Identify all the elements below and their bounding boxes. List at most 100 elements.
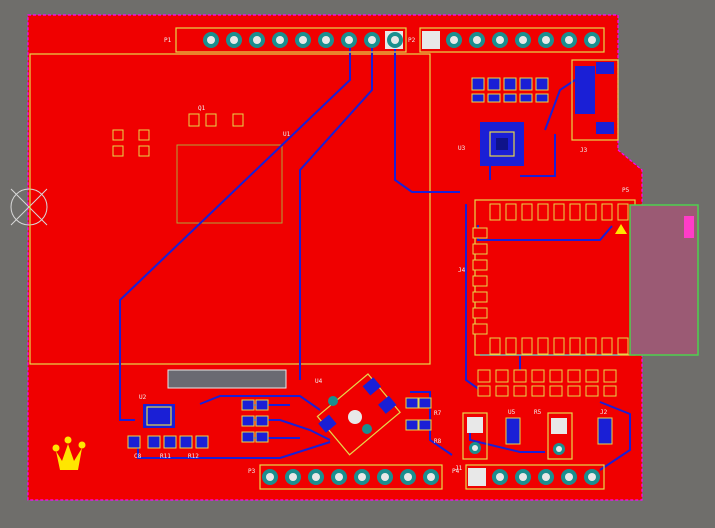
header-p2-pin[interactable]: [515, 32, 531, 48]
module-label: U1: [283, 131, 291, 138]
sd-side-pad[interactable]: [472, 275, 488, 287]
row-pad-top[interactable]: [585, 369, 599, 383]
sd-bottom-pad[interactable]: [489, 337, 501, 355]
header-p1-pin[interactable]: [249, 32, 265, 48]
sd-bottom-pad[interactable]: [585, 337, 597, 355]
sd-bottom-pad[interactable]: [505, 337, 517, 355]
chip-u4[interactable]: [314, 373, 401, 458]
header-p3-pin[interactable]: [423, 469, 439, 485]
row-pad-bottom[interactable]: [477, 385, 491, 397]
row-pad-top[interactable]: [603, 369, 617, 383]
sd-side-pad[interactable]: [472, 227, 488, 239]
sd-top-pad[interactable]: [489, 203, 501, 221]
small-pad-group[interactable]: [112, 113, 244, 157]
crown-logo-icon: [52, 436, 86, 470]
resistors-r7-r8[interactable]: [405, 397, 432, 431]
chip-u5[interactable]: [505, 417, 521, 445]
header-p3-pin[interactable]: [308, 469, 324, 485]
r12-label: R12: [188, 453, 199, 460]
header-p1-pin[interactable]: [203, 32, 219, 48]
connector-j2[interactable]: [597, 417, 613, 445]
header-p4-pin[interactable]: [515, 469, 531, 485]
sd-slot-label: J4: [458, 267, 466, 274]
row-pad-top[interactable]: [549, 369, 563, 383]
connector-j1[interactable]: [462, 412, 488, 460]
sd-bottom-pad[interactable]: [521, 337, 533, 355]
bottom-left-passives[interactable]: [127, 435, 209, 449]
row-pad-top[interactable]: [495, 369, 509, 383]
sd-top-pad[interactable]: [585, 203, 597, 221]
header-p1-pin[interactable]: [387, 32, 403, 48]
header-p3-pin[interactable]: [331, 469, 347, 485]
header-p2-pin[interactable]: [584, 32, 600, 48]
sd-side-pad[interactable]: [472, 307, 488, 319]
header-p2[interactable]: [419, 27, 605, 53]
header-p3-pin[interactable]: [354, 469, 370, 485]
header-p4-pin[interactable]: [538, 469, 554, 485]
pins-layer: [203, 32, 629, 485]
sd-bottom-pad[interactable]: [617, 337, 629, 355]
header-p1-pin[interactable]: [364, 32, 380, 48]
u4-via-b: [348, 410, 362, 424]
sd-top-pad[interactable]: [521, 203, 533, 221]
usb-connector-j3[interactable]: [571, 59, 619, 141]
u4-passives[interactable]: [241, 399, 269, 443]
header-p2-pin[interactable]: [446, 32, 462, 48]
header-p2-pin[interactable]: [492, 32, 508, 48]
header-p3-pin[interactable]: [377, 469, 393, 485]
sd-side-pad[interactable]: [472, 291, 488, 303]
sd-top-pad[interactable]: [537, 203, 549, 221]
resistor-r5[interactable]: [547, 412, 573, 460]
module-outline[interactable]: [29, 53, 431, 365]
sd-bottom-pad[interactable]: [601, 337, 613, 355]
row-pad-bottom[interactable]: [585, 385, 599, 397]
sd-bottom-pad[interactable]: [569, 337, 581, 355]
module-shield[interactable]: [176, 144, 283, 224]
row-pad-bottom[interactable]: [531, 385, 545, 397]
header-p1-pin[interactable]: [295, 32, 311, 48]
sd-top-pad[interactable]: [505, 203, 517, 221]
sd-top-pad[interactable]: [553, 203, 565, 221]
sd-top-pad[interactable]: [601, 203, 613, 221]
header-p3-pin[interactable]: [400, 469, 416, 485]
header-p1-pin[interactable]: [226, 32, 242, 48]
header-p3[interactable]: [259, 464, 443, 490]
header-p3-pin[interactable]: [262, 469, 278, 485]
header-p1-pin[interactable]: [318, 32, 334, 48]
header-p1-pin[interactable]: [272, 32, 288, 48]
header-p2-pin[interactable]: [538, 32, 554, 48]
header-p1-pin[interactable]: [341, 32, 357, 48]
r5-label: R5: [534, 409, 542, 416]
sd-bottom-pad[interactable]: [553, 337, 565, 355]
sd-side-pad[interactable]: [472, 323, 488, 335]
sd-top-pad[interactable]: [617, 203, 629, 221]
header-p3-pin[interactable]: [285, 469, 301, 485]
row-pad-top[interactable]: [567, 369, 581, 383]
row-pad-bottom[interactable]: [603, 385, 617, 397]
r11-label: R11: [160, 453, 171, 460]
row-pad-top[interactable]: [531, 369, 545, 383]
row-pad-bottom[interactable]: [513, 385, 527, 397]
sd-side-pad[interactable]: [472, 259, 488, 271]
row-pad-bottom[interactable]: [567, 385, 581, 397]
row-pad-bottom[interactable]: [495, 385, 509, 397]
row-pad-top[interactable]: [477, 369, 491, 383]
sd-bottom-pad[interactable]: [537, 337, 549, 355]
q1-label: Q1: [198, 105, 206, 112]
mcu-u3[interactable]: [480, 122, 524, 166]
row-pad-top[interactable]: [513, 369, 527, 383]
sd-top-pad[interactable]: [569, 203, 581, 221]
mcu-passives[interactable]: [471, 77, 549, 103]
header-p4[interactable]: [465, 464, 605, 490]
header-p2-pin[interactable]: [469, 32, 485, 48]
chip-u4-label: U4: [315, 378, 323, 385]
header-p4-pin[interactable]: [584, 469, 600, 485]
header-p4-pin[interactable]: [561, 469, 577, 485]
header-p2-pin[interactable]: [561, 32, 577, 48]
chip-u2[interactable]: [143, 404, 175, 428]
row-pad-bottom[interactable]: [549, 385, 563, 397]
header-p4-pin[interactable]: [492, 469, 508, 485]
sd-side-pad[interactable]: [472, 243, 488, 255]
